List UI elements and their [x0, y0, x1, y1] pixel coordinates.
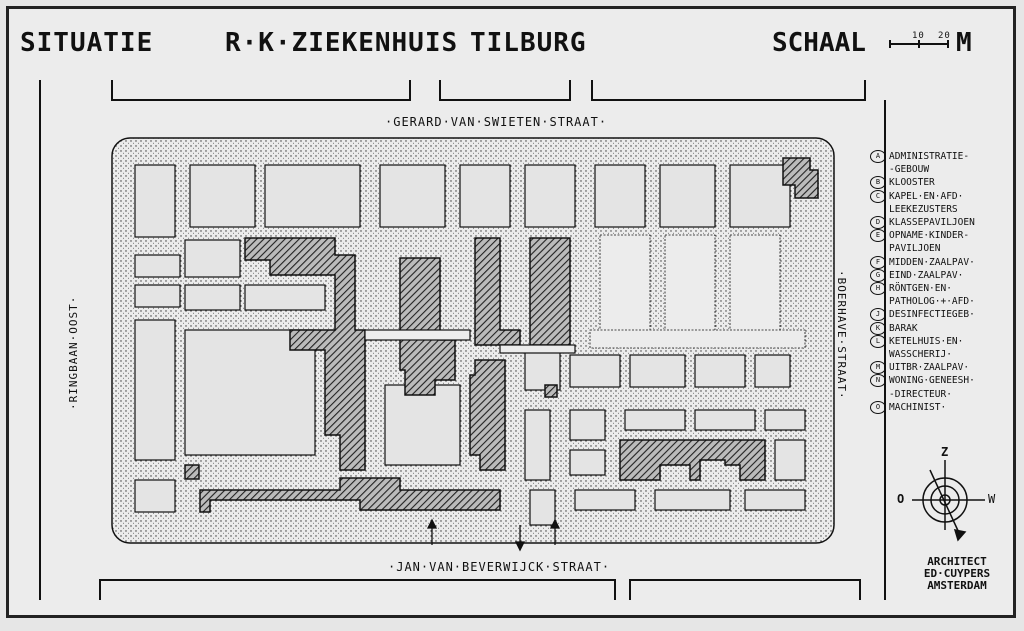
hospital-buildings [184, 157, 819, 513]
title-city: TILBURG [470, 28, 587, 58]
legend-key: J [870, 308, 886, 322]
legend-key: E [870, 229, 886, 243]
scale-tick-10: 10 [912, 31, 925, 41]
legend-key: K [870, 321, 886, 335]
legend-key: N [870, 374, 886, 388]
legend-label: MACHINIST· [889, 401, 947, 413]
legend-key: O [870, 400, 886, 414]
legend-key: M [870, 361, 886, 375]
legend-label: EIND·ZAALPAV· [889, 269, 964, 281]
architect-line: AMSTERDAM [927, 579, 987, 592]
compass-east-label: O [897, 492, 906, 506]
compass-north-label: Z [941, 445, 950, 459]
legend-label: ADMINISTRATIE- -GEBOUW [889, 151, 970, 176]
extension-pavilions [589, 234, 806, 349]
legend-label: KAPEL·EN·AFD· LEEKEZUSTERS [889, 190, 964, 215]
scale-bar [889, 40, 949, 48]
legend-label: OPNAME·KINDER- PAVILJOEN [889, 230, 970, 255]
legend-key: G [870, 268, 886, 282]
legend-label: KLOOSTER [889, 177, 935, 189]
entrance-arrows [426, 518, 561, 552]
architect-line: ED·CUYPERS [923, 567, 991, 580]
legend-key: F [870, 255, 886, 269]
title-situatie: SITUATIE [20, 28, 154, 58]
street-right-label: ·BOERHAVE·STRAAT· [835, 270, 848, 400]
street-top-label: ·GERARD·VAN·SWIETEN·STRAAT· [385, 115, 608, 129]
compass-west-label: W [988, 492, 997, 506]
scale-tick-20: 20 [938, 31, 951, 41]
legend-label: UITBR·ZAALPAV· [889, 362, 970, 374]
legend-key: L [870, 334, 886, 348]
garden-blocks [134, 164, 806, 526]
legend-label: WONING·GENEESH· -DIRECTEUR· [889, 375, 975, 400]
legend-label: RÖNTGEN·EN· PATHOLOG·+·AFD· [889, 283, 975, 308]
legend-key: A [870, 150, 886, 163]
legend-label: MIDDEN·ZAALPAV· [889, 256, 975, 268]
legend-label: KETELHUIS·EN· WASSCHERIJ· [889, 335, 964, 361]
legend-key: D [870, 216, 886, 230]
street-left-label: ·RINGBAAN·OOST· [67, 295, 80, 410]
legend-key: H [870, 282, 886, 296]
legend-key: B [870, 176, 886, 190]
title-hospital: R·K·ZIEKENHUIS [225, 28, 459, 58]
corridors [364, 329, 576, 354]
legend-label: DESINFECTIEGEB· [889, 309, 975, 321]
legend-label: BARAK [889, 322, 918, 334]
architect-credit: ARCHITECT ED·CUYPERS AMSTERDAM [902, 556, 1012, 592]
legend-key: C [870, 189, 886, 203]
architect-line: ARCHITECT [927, 555, 987, 568]
street-bottom-label: ·JAN·VAN·BEVERWIJCK·STRAAT· [388, 560, 611, 574]
compass-rose [912, 460, 985, 542]
legend-label: KLASSEPAVILJOEN [889, 217, 975, 229]
scale-unit: M [956, 28, 973, 58]
scale-label: SCHAAL [772, 28, 866, 58]
